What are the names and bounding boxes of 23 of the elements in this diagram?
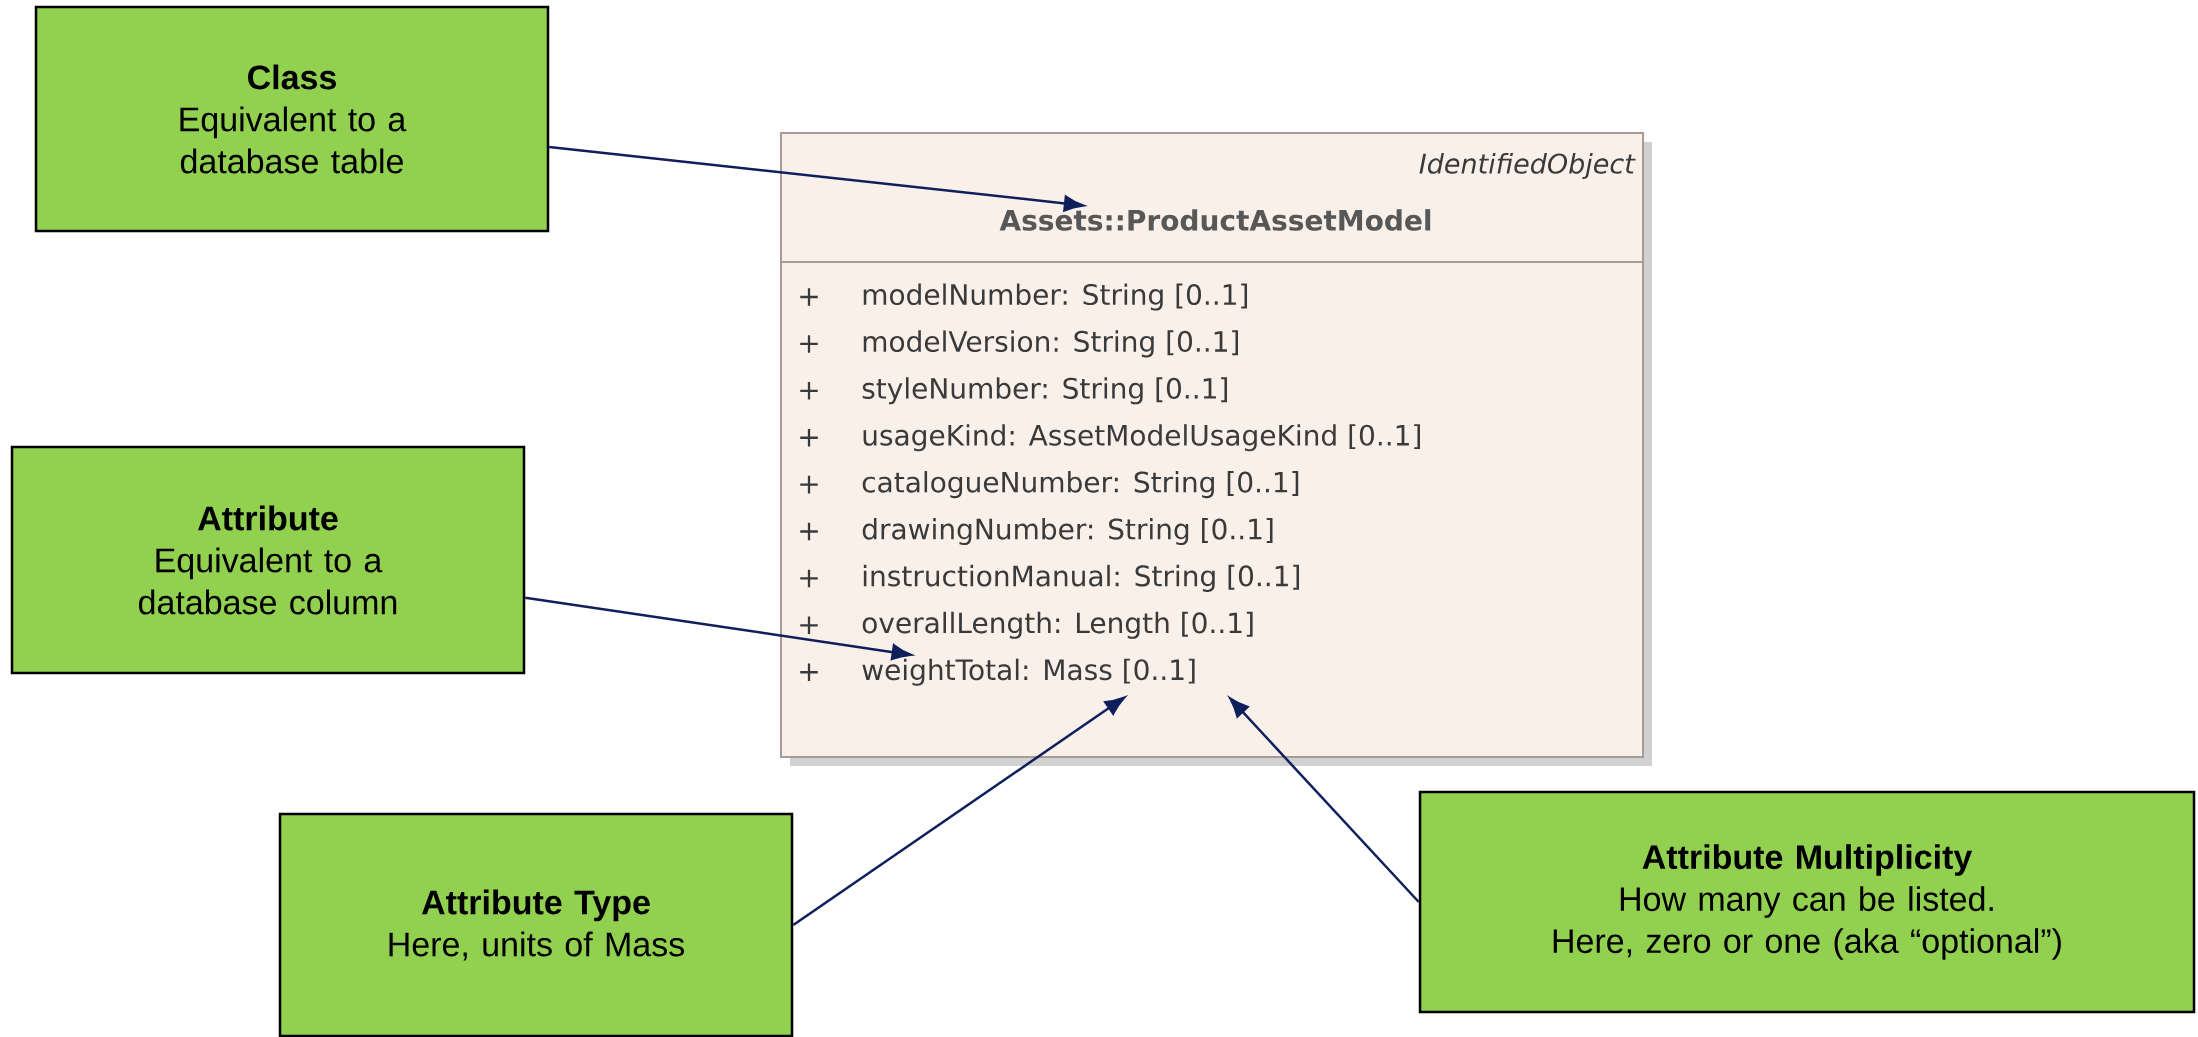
attribute-row: modelNumber: String [0..1] xyxy=(863,283,1248,311)
visibility-marker: + xyxy=(800,428,818,447)
visibility-marker: + xyxy=(800,569,818,588)
attribute-row: catalogueNumber: String [0..1] xyxy=(862,471,1299,499)
callout-box: Attribute Multiplicity How many can be listed. Here, zero or one (aka “optional”) xyxy=(1418,790,2196,1014)
class-name: Assets::ProductAssetModel xyxy=(999,209,1431,231)
attribute-row: drawingNumber: String [0..1] xyxy=(862,517,1273,546)
arrow xyxy=(1229,697,1420,903)
attribute-row: weightTotal: Mass [0..1] xyxy=(862,658,1195,686)
visibility-marker: + xyxy=(800,288,818,306)
attribute-row: modelVersion: String [0..1] xyxy=(863,330,1238,358)
visibility-marker: + xyxy=(800,663,818,681)
visibility-marker: + xyxy=(800,522,818,541)
attribute-row: overallLength: Length [0..1] xyxy=(862,611,1253,639)
callout-box: Attribute Type Here, units of Mass xyxy=(278,812,794,1037)
attribute-row: instructionManual: String [0..1] xyxy=(863,564,1299,592)
visibility-marker: + xyxy=(800,475,818,494)
callout-box: Class Equivalent to a database table xyxy=(34,5,550,233)
attribute-row: styleNumber: String [0..1] xyxy=(862,377,1227,405)
callout-box: Attribute Equivalent to a database column xyxy=(10,445,526,675)
visibility-marker: + xyxy=(800,335,818,353)
attribute-row: usageKind: AssetModelUsageKind [0..1] xyxy=(863,424,1420,452)
visibility-marker: + xyxy=(800,382,818,400)
